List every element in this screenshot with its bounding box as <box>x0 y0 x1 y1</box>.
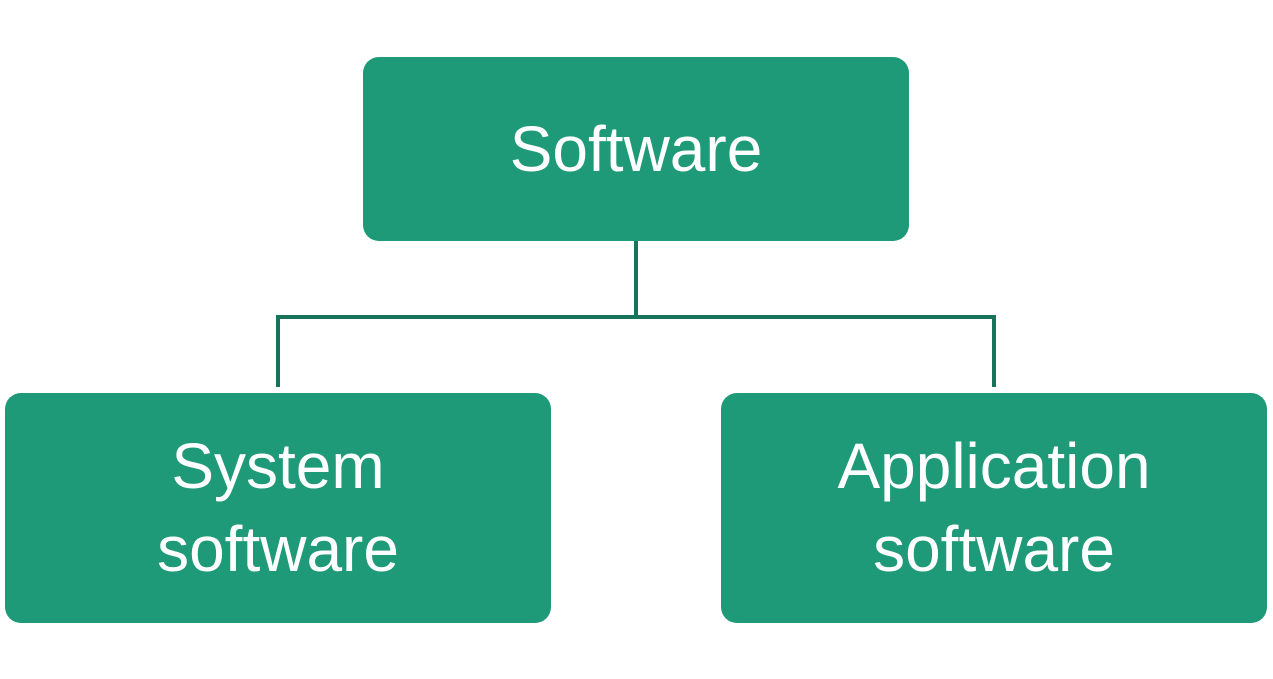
system-software-node-label: System software <box>157 429 399 585</box>
application-software-node-label: Application software <box>837 429 1151 585</box>
system-software-node: System software <box>5 393 551 623</box>
software-node-label: Software <box>509 112 763 185</box>
software-node: Software <box>363 57 909 241</box>
application-software-node: Application software <box>721 393 1267 623</box>
